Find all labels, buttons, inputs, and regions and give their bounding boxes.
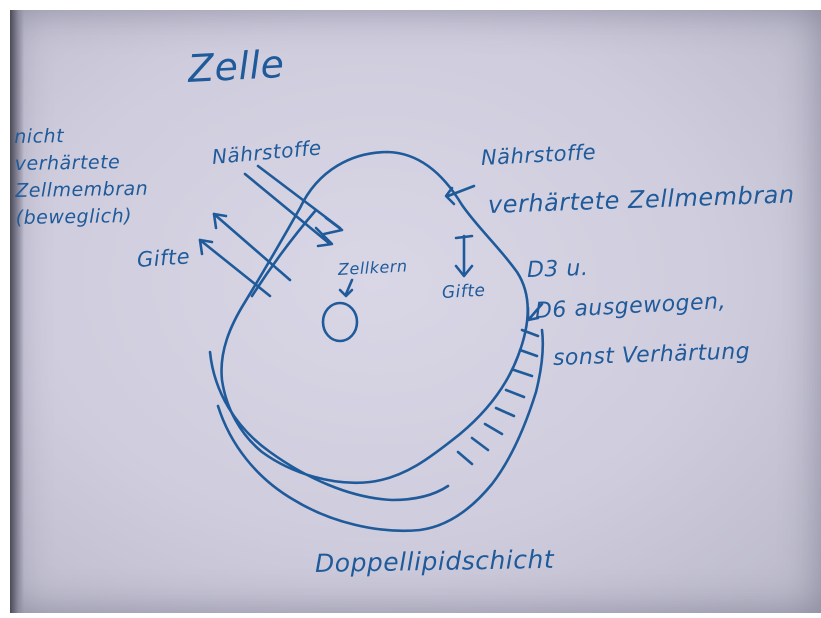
label-bilayer: Doppellipidschicht: [315, 545, 555, 578]
toxin-arrow-2: [200, 240, 270, 296]
label-non-hardened-membrane: nicht verhärtete Zellmembran (beweglich): [14, 122, 149, 232]
label-nucleus: Zellkern: [338, 256, 408, 279]
label-d3: D3 u.: [527, 256, 589, 283]
diagram-title: Zelle: [187, 42, 286, 91]
label-toxins-left: Gifte: [136, 244, 191, 272]
nutrient-arrow-1: [245, 174, 330, 244]
label-toxins-middle: Gifte: [441, 281, 486, 303]
inner-membrane-line: [210, 352, 448, 500]
hardened-membrane-ticks: [458, 330, 538, 464]
cell-outline: [222, 152, 528, 483]
nucleus-circle: [323, 303, 357, 341]
